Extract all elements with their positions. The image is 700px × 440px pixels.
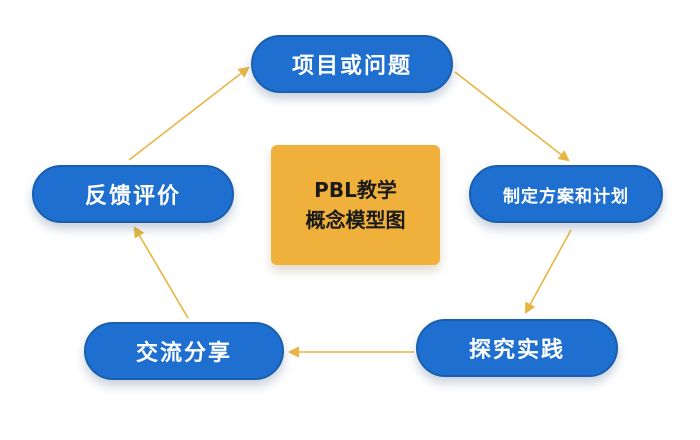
arrow-top-to-right [454, 71, 570, 162]
node-project-or-problem: 项目或问题 [251, 35, 453, 93]
arrow-right-to-bottom-right [524, 229, 572, 314]
node-label: 交流分享 [135, 341, 232, 366]
node-label: 探究实践 [468, 338, 565, 363]
node-label: 反馈评价 [84, 184, 181, 209]
arrow-left-to-top [128, 66, 250, 161]
arrow-bottom-left-to-left [133, 226, 189, 319]
center-title-line-2: 概念模型图 [305, 208, 406, 232]
center-title-line-1: PBL教学 [314, 178, 397, 202]
node-label: 制定方案和计划 [503, 186, 629, 207]
center-title-box: PBL教学 概念模型图 [271, 145, 440, 265]
node-label: 项目或问题 [291, 54, 412, 79]
node-inquiry-practice: 探究实践 [416, 319, 618, 377]
node-plan: 制定方案和计划 [469, 165, 663, 223]
node-feedback-evaluation: 反馈评价 [32, 165, 234, 223]
node-exchange-share: 交流分享 [84, 322, 284, 380]
